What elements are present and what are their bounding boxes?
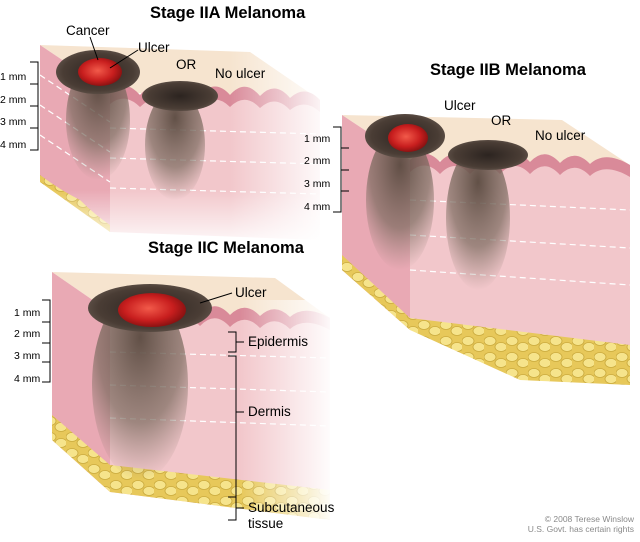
- stage-iia-ulcerated-tumor: [56, 50, 140, 180]
- stage-iib-ulcer-label: Ulcer: [444, 98, 476, 113]
- layer-label-epidermis: Epidermis: [248, 334, 309, 349]
- stage-iic-ulcer-label: Ulcer: [235, 285, 267, 300]
- stage-iia-depth-4mm: 4 mm: [0, 139, 27, 151]
- stage-iic-depth-4mm: 4 mm: [14, 373, 41, 385]
- stage-iia-or-label: OR: [176, 57, 197, 72]
- stage-iia-no-ulcer-label: No ulcer: [215, 66, 266, 81]
- stage-iib-depth-scale: [333, 126, 349, 213]
- copyright-credit: © 2008 Terese Winslow U.S. Govt. has cer…: [470, 514, 634, 535]
- stage-iib-depth-3mm: 3 mm: [304, 178, 331, 190]
- stage-iia-depth-2mm: 2 mm: [0, 94, 27, 106]
- stage-iia-ulcer-label: Ulcer: [138, 40, 170, 55]
- stage-iia-depth-3mm: 3 mm: [0, 116, 27, 128]
- stage-iic-ulcerated-tumor: [88, 284, 212, 480]
- stage-iia-cancer-label: Cancer: [66, 23, 110, 38]
- stage-iib-depth-4mm: 4 mm: [304, 201, 331, 213]
- stage-iic-title: Stage IIC Melanoma: [148, 239, 304, 257]
- stage-iia-depth-1mm: 1 mm: [0, 71, 27, 83]
- layer-label-dermis: Dermis: [248, 404, 291, 419]
- stage-iia-title: Stage IIA Melanoma: [150, 4, 306, 22]
- stage-iic-layer-brackets: [199, 292, 244, 521]
- copyright-line-1: © 2008 Terese Winslow: [544, 514, 634, 524]
- copyright-line-2: U.S. Govt. has certain rights: [527, 523, 634, 534]
- stage-iic-depth-scale: [42, 299, 51, 383]
- stage-iib-title: Stage IIB Melanoma: [430, 61, 586, 79]
- stage-iic-skin-block: [52, 272, 335, 530]
- stage-iib-ulcerated-tumor: [365, 114, 445, 270]
- stage-iia-nonulcerated-tumor: [142, 81, 218, 200]
- layer-label-subcutaneous-tissue: Subcutaneous tissue: [248, 500, 335, 531]
- stage-iib-nonulcerated-tumor: [446, 140, 528, 290]
- stage-iia-depth-scale: [30, 61, 39, 151]
- stage-iib-depth-1mm: 1 mm: [304, 133, 331, 145]
- stage-iic-depth-3mm: 3 mm: [14, 350, 41, 362]
- stage-iib-or-label: OR: [491, 113, 512, 128]
- stage-iic-depth-2mm: 2 mm: [14, 328, 41, 340]
- stage-iic-depth-1mm: 1 mm: [14, 307, 41, 319]
- stage-iib-no-ulcer-label: No ulcer: [535, 128, 586, 143]
- stage-iia-leader-lines: [89, 36, 139, 69]
- stage-iib-depth-2mm: 2 mm: [304, 155, 331, 167]
